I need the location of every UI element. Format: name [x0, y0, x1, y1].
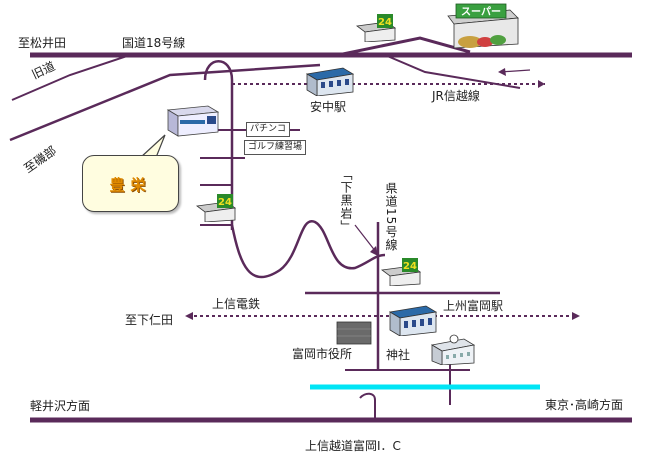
label-route18: 国道18号線 [122, 36, 186, 50]
railway-arrow-left [185, 312, 193, 320]
label-pref-road-15: 県道15号線 [384, 182, 398, 252]
label-joshin-railway: 上信電鉄 [212, 297, 261, 311]
store-24-label: 24 [378, 17, 392, 28]
label-joshu-tomioka-station: 上州富岡駅 [443, 299, 504, 313]
jr-line-arrow [538, 80, 545, 88]
old-road [11, 54, 131, 101]
main-vertical-road [203, 60, 234, 230]
label-jr-shinetsu: JR信越線 [432, 89, 480, 103]
label-shimokuroiwa: 「下黒岩」 [339, 168, 353, 233]
city-hall-icon [336, 321, 372, 345]
shimokuroiwa-pointer-head [370, 246, 378, 256]
convenience-store-icon-3: 24 [380, 258, 422, 286]
label-joshinetsu-ic: 上信越道富岡I．C [305, 439, 401, 453]
label-matsuida: 至松井田 [18, 36, 67, 50]
winding-road [230, 220, 386, 279]
label-shrine: 神社 [386, 348, 411, 362]
label-annaka-station: 安中駅 [310, 100, 347, 114]
company-building-icon [166, 105, 220, 137]
label-tomioka-city-hall: 富岡市役所 [292, 347, 353, 361]
railway-arrow-right [572, 312, 580, 320]
label-karuizawa: 軽井沢方面 [30, 399, 91, 413]
convenience-store-icon: 24 [355, 14, 397, 42]
supermarket-sign: スーパー [461, 6, 501, 18]
supermarket-icon: スーパー [447, 3, 519, 49]
supermarket-side-road [384, 54, 521, 89]
shimokuroiwa-pointer [354, 224, 377, 253]
pachinko-sign: パチンコ [246, 122, 291, 137]
store-24-label-3: 24 [403, 261, 417, 272]
label-tokyo-takasaki: 東京･高崎方面 [545, 398, 624, 412]
annaka-station-icon [305, 67, 355, 96]
direction-arrow-head [498, 68, 506, 76]
isobe-road [9, 63, 321, 142]
convenience-store-icon-2: 24 [195, 194, 237, 222]
company-name: 豊栄 [109, 176, 152, 194]
supermarket-access-road [337, 36, 471, 57]
golf-range-sign: ゴルフ練習場 [244, 140, 307, 155]
tomioka-station-icon [388, 305, 438, 336]
label-shimonita: 至下仁田 [125, 313, 174, 327]
ic-loop [359, 392, 376, 420]
company-callout: 豊栄 [82, 155, 179, 212]
shrine-building-icon [430, 334, 476, 365]
store-24-label-2: 24 [218, 197, 232, 208]
